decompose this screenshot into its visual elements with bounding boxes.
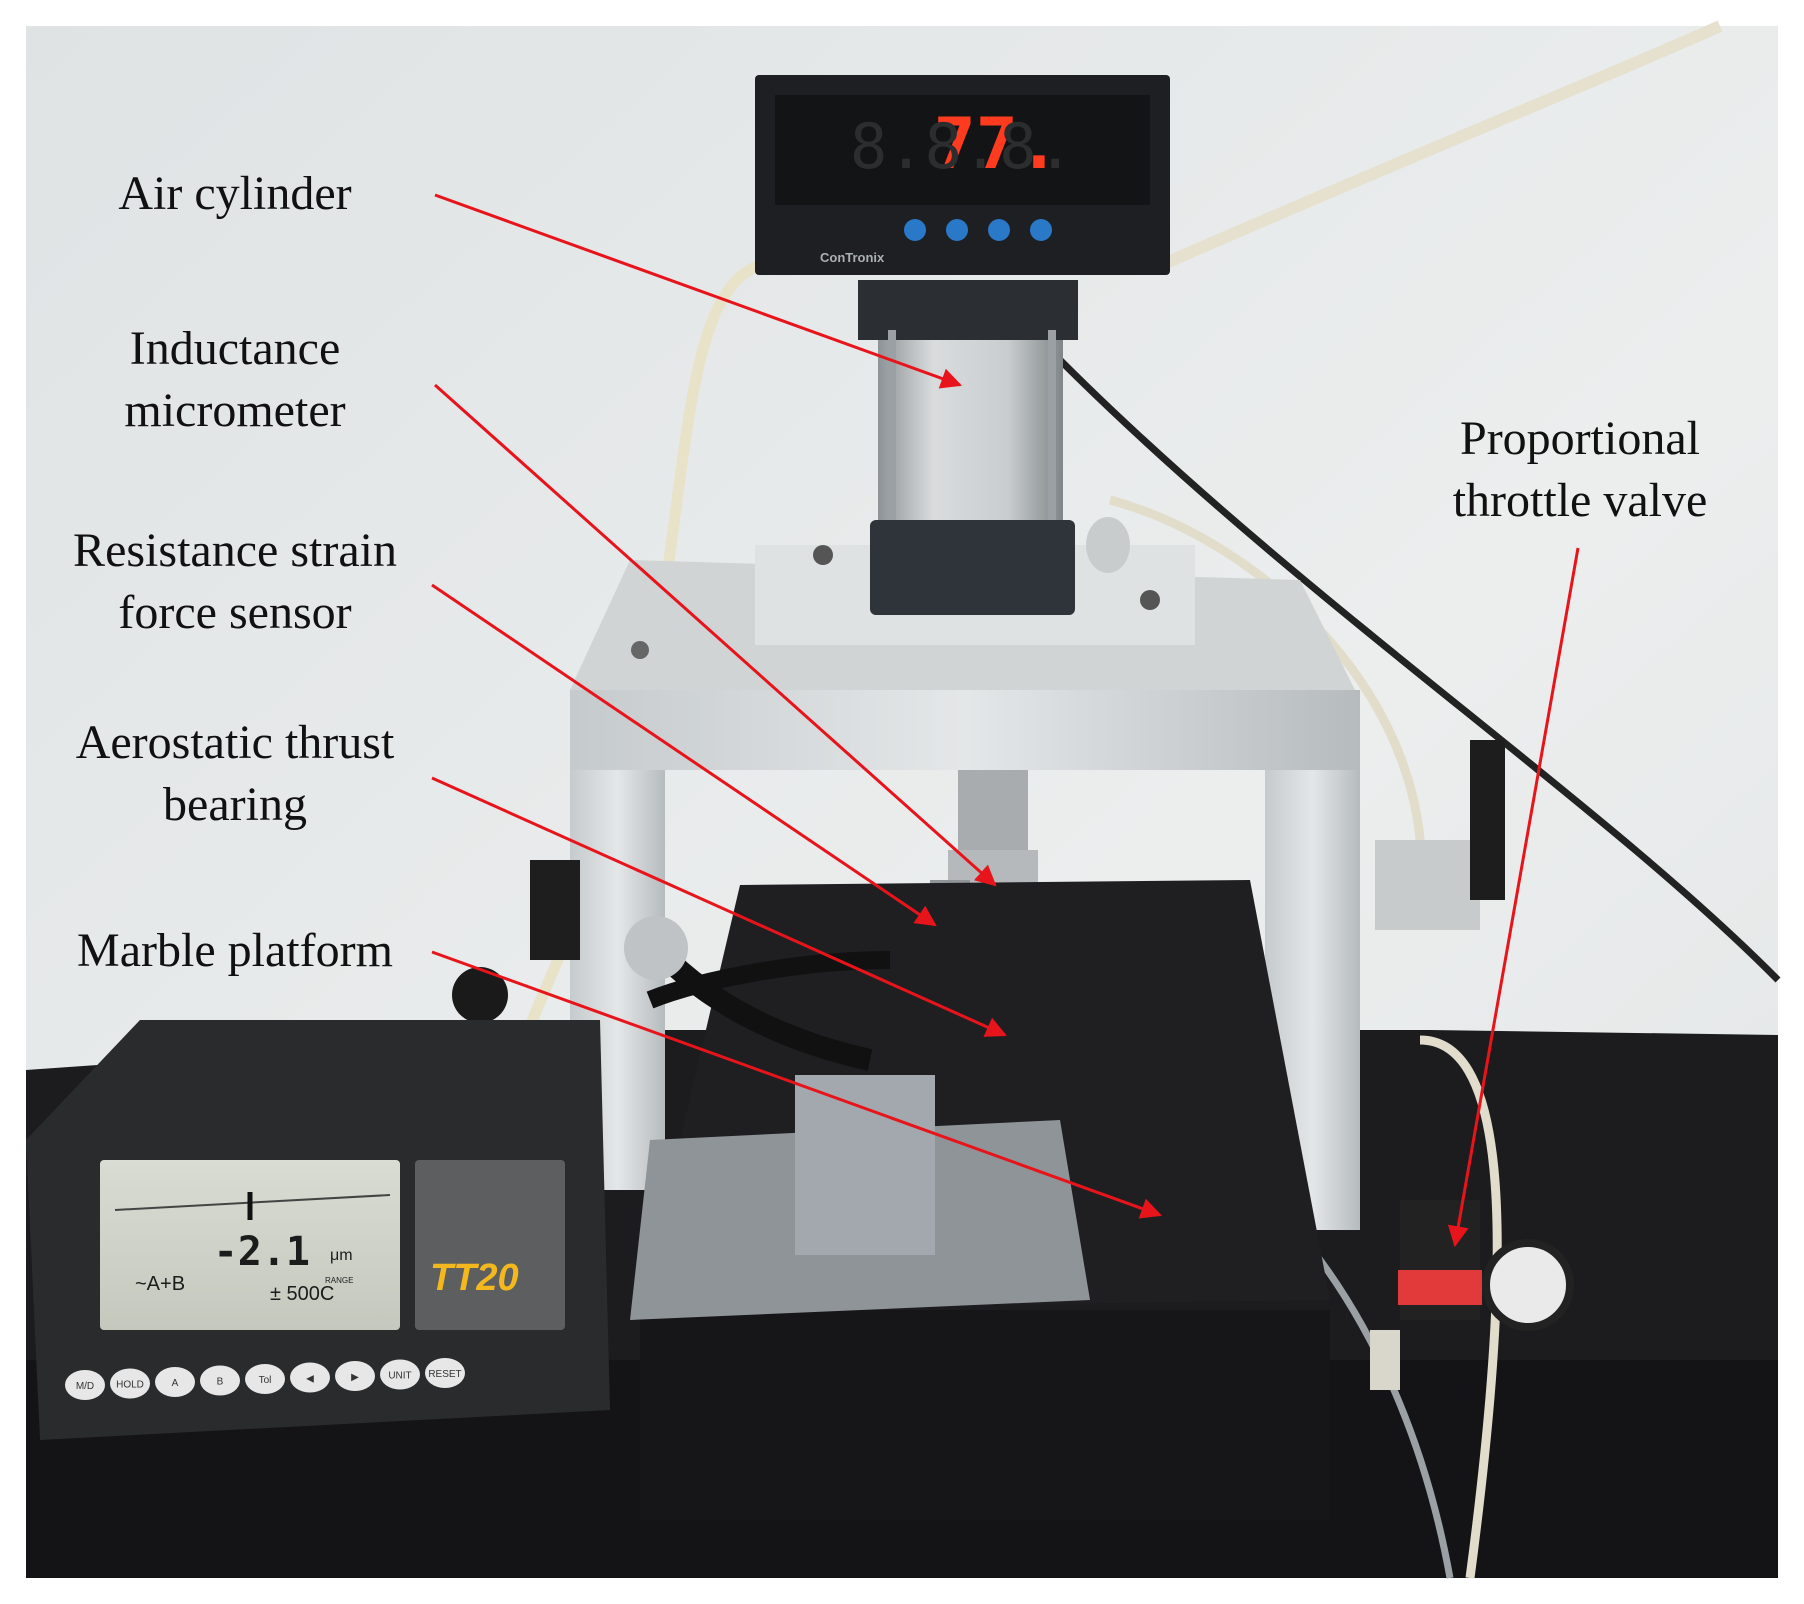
arrow-air-cylinder <box>434 193 962 389</box>
annotation-arrows <box>431 193 1580 1248</box>
micrometer-range-label: RANGE <box>325 1276 353 1285</box>
micrometer-button-label: ▶ <box>351 1372 359 1383</box>
arrow-force-sensor <box>431 583 937 927</box>
micrometer-button <box>110 1368 150 1399</box>
micrometer-button-label: RESET <box>428 1369 461 1380</box>
air-cylinder <box>858 280 1130 615</box>
micrometer-buttons: M/D HOLD A B Tol ◀ ▶ UNIT RESET <box>65 1358 465 1400</box>
micrometer-button-label: HOLD <box>116 1380 144 1391</box>
photograph: 77. 8.8.8. ConTronix <box>26 20 1781 1579</box>
arrow-inductance-micrometer <box>434 383 997 887</box>
micrometer-button <box>335 1361 375 1391</box>
arrow-throttle-valve <box>1447 547 1580 1248</box>
arrow-thrust-bearing <box>431 776 1007 1037</box>
micrometer-button <box>155 1367 195 1397</box>
micrometer-button-label: ◀ <box>306 1374 314 1385</box>
micrometer-button-label: B <box>217 1377 224 1388</box>
label-inductance-micrometer: Inductance micrometer <box>124 322 346 437</box>
micrometer-button-label: M/D <box>76 1381 94 1392</box>
micrometer-button <box>65 1370 105 1400</box>
micrometer-button <box>425 1358 465 1388</box>
label-marble-platform: Marble platform <box>77 924 393 977</box>
force-display-value: 77. <box>934 103 1060 185</box>
micrometer-button <box>200 1365 240 1396</box>
arrow-marble-platform <box>431 950 1162 1219</box>
micrometer-unit: μm <box>330 1247 353 1264</box>
svg-text:8.8.8.: 8.8.8. <box>850 110 1074 183</box>
micrometer-range: ± 500C <box>270 1283 334 1305</box>
micrometer-button <box>290 1362 330 1393</box>
micrometer-button-label: Tol <box>259 1375 272 1386</box>
label-force-sensor: Resistance strain force sensor <box>73 524 397 639</box>
label-air-cylinder: Air cylinder <box>118 167 352 220</box>
inductance-micrometer-device: -2.1 μm ~A+B ± 500C RANGE TT20 M/D HOLD A B… <box>26 1020 610 1440</box>
micrometer-model: TT20 <box>430 1257 519 1299</box>
steel-frame <box>570 545 1360 1230</box>
display-brand: ConTronix <box>820 250 885 265</box>
micrometer-button-label: A <box>172 1378 179 1389</box>
throttle-valve <box>1370 1200 1574 1390</box>
label-throttle-valve: Proportional throttle valve <box>1452 412 1708 527</box>
micrometer-button <box>380 1359 420 1390</box>
force-display-unit: 77. 8.8.8. ConTronix <box>755 75 1170 275</box>
micrometer-mode: ~A+B <box>135 1273 185 1295</box>
micrometer-button-label: UNIT <box>388 1371 411 1382</box>
micrometer-button <box>245 1364 285 1394</box>
micrometer-reading: -2.1 <box>214 1229 310 1275</box>
label-thrust-bearing: Aerostatic thrust bearing <box>75 716 395 831</box>
